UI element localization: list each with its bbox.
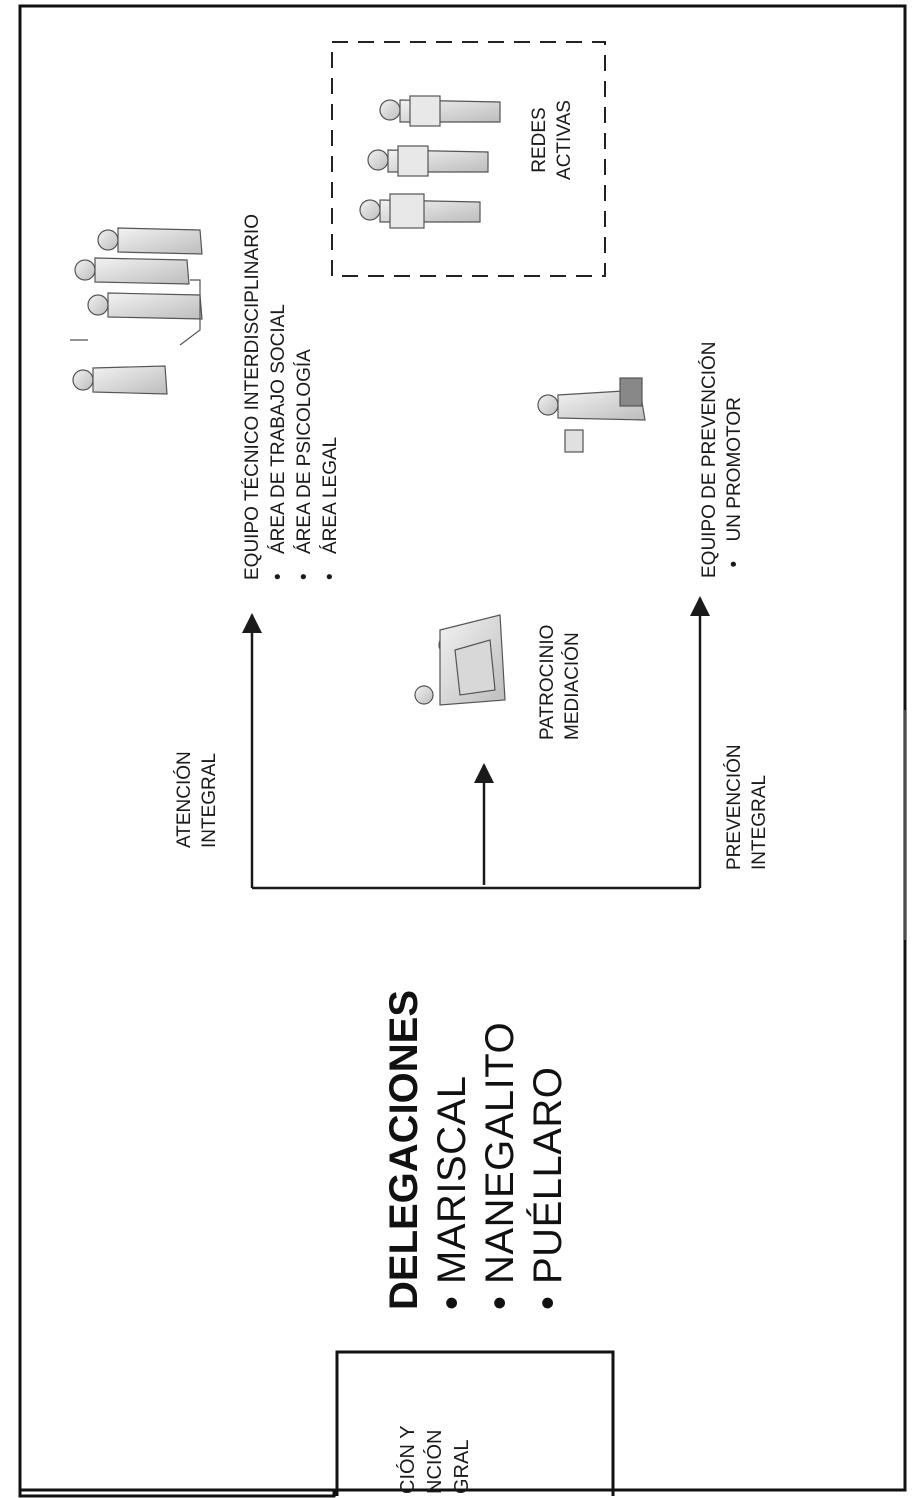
redes-line-2: ACTIVAS — [552, 75, 577, 205]
mediation-meeting-icon — [415, 615, 505, 705]
equipo-tecnico-item-label: ÁREA DE PSICOLOGÍA — [294, 349, 315, 554]
delegacion-label: PUÉLLARO — [526, 1067, 570, 1284]
equipo-tecnico-item: •ÁREA DE TRABAJO SOCIAL — [266, 60, 292, 580]
prevencion-line-2: INTEGRAL — [747, 670, 772, 870]
corner-box-text: CIÓN Y NCIÓN GRAL — [395, 1334, 476, 1494]
patrocinio-line-2: MEDIACIÓN — [560, 580, 585, 740]
equipo-prevencion-title: EQUIPO DE PREVENCIÓN — [697, 238, 722, 578]
atencion-label: ATENCIÓN INTEGRAL — [172, 668, 222, 848]
equipo-tecnico-item: •ÁREA LEGAL — [318, 60, 344, 580]
promoter-person-icon — [538, 378, 645, 452]
patrocinio-label: PATROCINIO MEDIACIÓN — [535, 580, 585, 740]
corner-line-2: NCIÓN — [422, 1334, 449, 1494]
corner-line-1: CIÓN Y — [395, 1334, 422, 1494]
delegacion-item: •NANEGALITO — [476, 750, 524, 1310]
equipo-tecnico-item-label: ÁREA LEGAL — [320, 437, 341, 554]
people-group-icon — [70, 228, 202, 394]
delegaciones-title: DELEGACIONES — [380, 750, 428, 1310]
delegaciones-block: DELEGACIONES •MARISCAL •NANEGALITO •PUÉL… — [380, 750, 572, 1310]
equipo-prevencion-item-label: UN PROMOTOR — [724, 397, 745, 541]
delegacion-label: NANEGALITO — [478, 1022, 522, 1284]
delegacion-item: •MARISCAL — [428, 750, 476, 1310]
bullet: • — [524, 1284, 572, 1310]
equipo-tecnico-block: EQUIPO TÉCNICO INTERDISCIPLINARIO •ÁREA … — [240, 60, 344, 580]
redes-activas-label: REDES ACTIVAS — [527, 75, 577, 205]
equipo-prevencion-block: EQUIPO DE PREVENCIÓN •UN PROMOTOR — [697, 238, 747, 578]
patrocinio-line-1: PATROCINIO — [535, 580, 560, 740]
equipo-prevencion-item: •UN PROMOTOR — [722, 238, 747, 578]
prevencion-label: PREVENCIÓN INTEGRAL — [722, 670, 772, 870]
prevencion-line-1: PREVENCIÓN — [722, 670, 747, 870]
bullet: • — [428, 1284, 476, 1310]
network-people-icon — [360, 96, 500, 228]
redes-line-1: REDES — [527, 75, 552, 205]
delegacion-item: •PUÉLLARO — [524, 750, 572, 1310]
atencion-line-1: ATENCIÓN — [172, 668, 197, 848]
atencion-line-2: INTEGRAL — [197, 668, 222, 848]
delegacion-label: MARISCAL — [430, 1076, 474, 1285]
corner-line-3: GRAL — [449, 1334, 476, 1494]
equipo-tecnico-item-label: ÁREA DE TRABAJO SOCIAL — [268, 304, 289, 554]
equipo-tecnico-item: •ÁREA DE PSICOLOGÍA — [292, 60, 318, 580]
bullet: • — [476, 1284, 524, 1310]
equipo-tecnico-title: EQUIPO TÉCNICO INTERDISCIPLINARIO — [240, 60, 266, 580]
